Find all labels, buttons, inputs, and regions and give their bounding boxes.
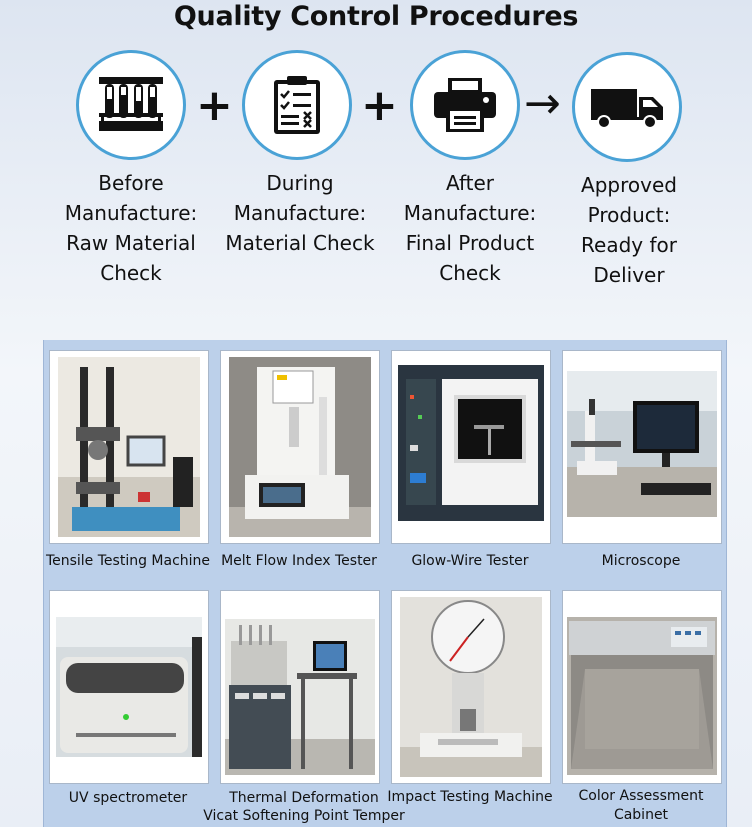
equipment-card-microscope: [562, 350, 722, 544]
equipment-card-melt-flow: [220, 350, 380, 544]
glow-wire-tester-photo: [398, 365, 544, 521]
melt-flow-index-tester-photo: [229, 357, 371, 537]
step-label-before: Before Manufacture: Raw Material Check: [64, 171, 198, 285]
clipboard-checklist-icon: [274, 76, 320, 134]
caption-color-assessment: Color Assessment Cabinet: [578, 788, 704, 823]
caption-tensile: Tensile Testing Machine: [45, 553, 211, 569]
plus-sign-1: +: [196, 80, 233, 131]
step-label-approved: Approved Product: Ready for Deliver: [581, 173, 677, 287]
step-label-during: During Manufacture: Material Check: [225, 171, 375, 255]
caption-glow-wire: Glow-Wire Tester: [411, 553, 529, 569]
equipment-card-color-assessment: [562, 590, 722, 784]
step-label-after: After Manufacture: Final Product Check: [403, 171, 537, 285]
tensile-testing-machine-photo: [58, 357, 200, 537]
caption-thermal-deformation: Thermal Deformation Vicat Softening Poin…: [203, 790, 405, 824]
color-assessment-cabinet-photo: [567, 617, 717, 775]
step-before-circle: [76, 50, 186, 160]
uv-spectrometer-photo: [56, 617, 202, 757]
step-during-circle: [242, 50, 352, 160]
printer-icon: [434, 78, 496, 132]
equipment-card-thermal-deformation: [220, 590, 380, 784]
plus-sign-2: +: [361, 80, 398, 131]
equipment-card-glow-wire: [391, 350, 551, 544]
caption-melt-flow: Melt Flow Index Tester: [221, 553, 377, 569]
equipment-card-impact-testing: [391, 590, 551, 784]
equipment-card-uv-spectrometer: [49, 590, 209, 784]
thermal-deformation-photo: [225, 619, 375, 775]
impact-testing-machine-photo: [400, 597, 542, 777]
equipment-card-tensile: [49, 350, 209, 544]
page-title: Quality Control Procedures: [173, 1, 579, 32]
microscope-photo: [567, 371, 717, 517]
test-tubes-icon: [99, 77, 163, 131]
caption-microscope: Microscope: [601, 553, 681, 569]
delivery-truck-icon: [591, 89, 663, 129]
caption-impact-testing: Impact Testing Machine: [387, 789, 553, 805]
arrow-sign: →: [524, 78, 561, 129]
step-approved-circle: [572, 52, 682, 162]
caption-uv-spectrometer: UV spectrometer: [68, 790, 188, 806]
step-after-circle: [410, 50, 520, 160]
